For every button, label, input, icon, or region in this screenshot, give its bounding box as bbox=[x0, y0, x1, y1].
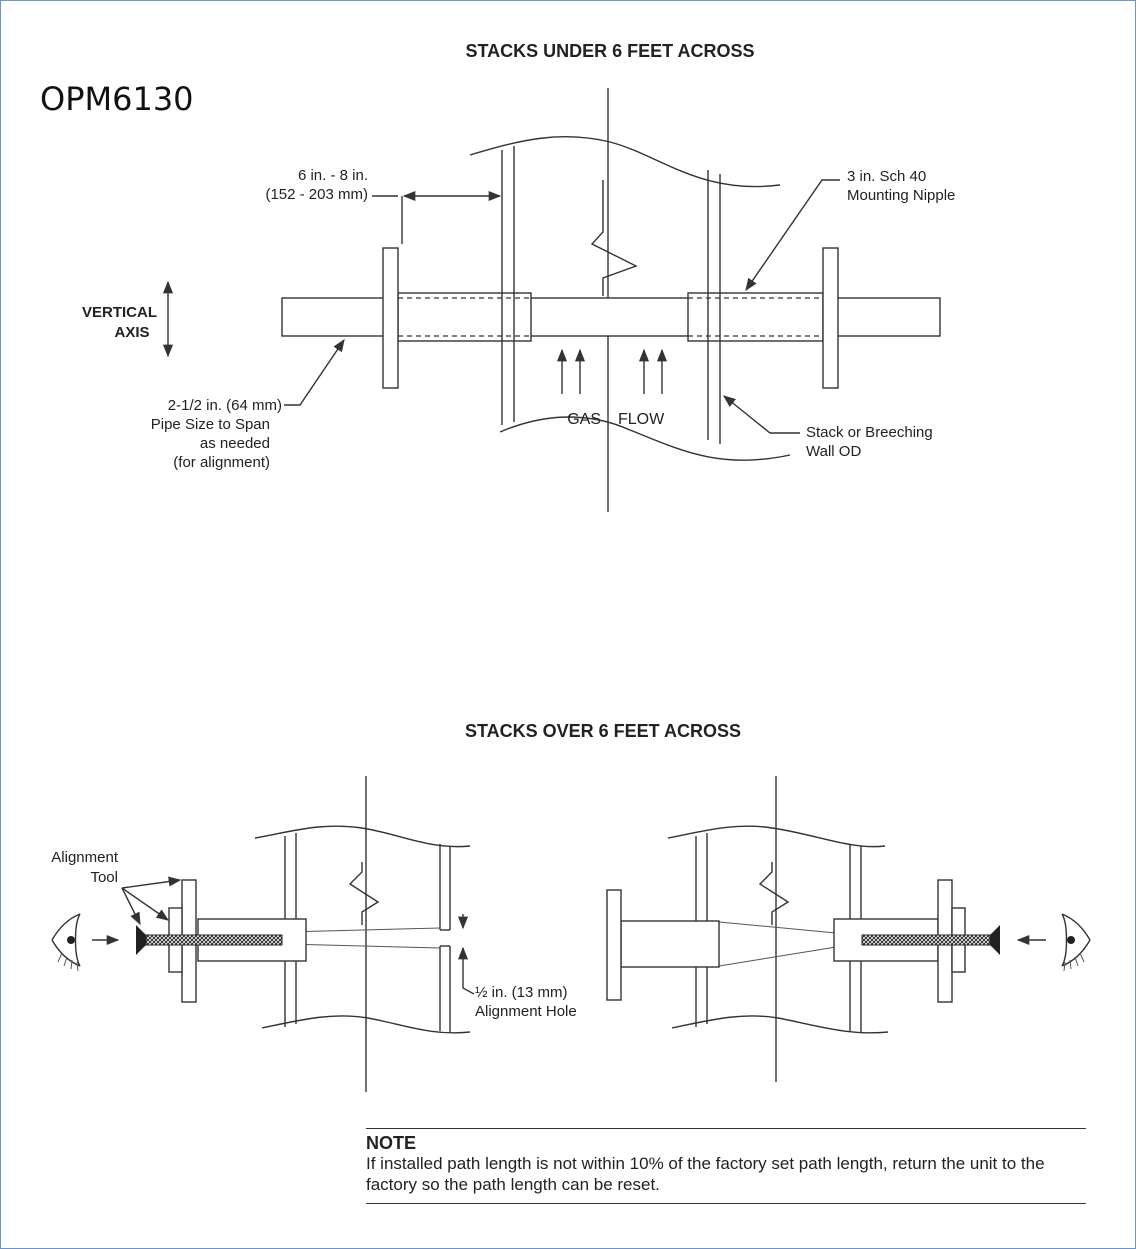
pipe-label-3: as needed bbox=[200, 435, 270, 452]
left-eye-icon bbox=[51, 913, 120, 972]
dimension-callout: 6 in. - 8 in. (152 - 203 mm) bbox=[265, 167, 502, 244]
dimension-label-2: (152 - 203 mm) bbox=[265, 186, 368, 203]
axis-label-2: AXIS bbox=[114, 324, 149, 341]
stack-top-cut bbox=[469, 135, 781, 188]
left-rod-knob bbox=[136, 925, 146, 955]
right-alignment-rod bbox=[861, 934, 991, 946]
left-nipple bbox=[397, 292, 532, 342]
left-stack-drawing bbox=[136, 776, 475, 1092]
nipple-label-1: 3 in. Sch 40 bbox=[847, 168, 926, 185]
vertical-axis-callout: VERTICAL AXIS bbox=[82, 280, 174, 358]
far-nipple bbox=[620, 920, 720, 968]
wall-label-2: Wall OD bbox=[806, 443, 861, 460]
note-title: NOTE bbox=[366, 1133, 417, 1153]
right-rod-knob bbox=[990, 925, 1000, 955]
top-stack-drawing bbox=[469, 88, 791, 512]
axis-label-1: VERTICAL bbox=[82, 304, 157, 321]
alignment-tool-callout: Alignment Tool bbox=[51, 849, 182, 926]
far-flange bbox=[606, 889, 622, 1001]
through-pipe bbox=[281, 297, 941, 337]
right-eye-icon bbox=[1016, 913, 1091, 972]
pipe-label-4: (for alignment) bbox=[173, 454, 270, 471]
stack-bottom-cut bbox=[499, 416, 791, 461]
tool-label-2: Tool bbox=[90, 869, 118, 886]
dimension-label-1: 6 in. - 8 in. bbox=[298, 167, 368, 184]
wall-label-1: Stack or Breeching bbox=[806, 424, 933, 441]
right-stack-drawing bbox=[606, 776, 1000, 1082]
gas-label: GAS bbox=[567, 411, 601, 428]
pipe-callout: 2-1/2 in. (64 mm) Pipe Size to Span as n… bbox=[151, 338, 345, 471]
hole-label-1: ½ in. (13 mm) bbox=[475, 984, 568, 1001]
pipe-label-2: Pipe Size to Span bbox=[151, 416, 270, 433]
model-number: OPM6130 bbox=[40, 80, 194, 118]
nipple-label-2: Mounting Nipple bbox=[847, 187, 955, 204]
note-text: If installed path length is not within 1… bbox=[366, 1154, 1045, 1194]
left-alignment-rod bbox=[145, 934, 283, 946]
note-box: NOTE If installed path length is not wit… bbox=[366, 1128, 1086, 1204]
bottom-diagram-title: STACKS OVER 6 FEET ACROSS bbox=[465, 721, 741, 741]
wall-callout: Stack or Breeching Wall OD bbox=[723, 395, 933, 460]
nipple-callout: 3 in. Sch 40 Mounting Nipple bbox=[745, 168, 955, 292]
pipe-label-1: 2-1/2 in. (64 mm) bbox=[168, 397, 282, 414]
hole-label-2: Alignment Hole bbox=[475, 1003, 577, 1020]
tool-label-1: Alignment bbox=[51, 849, 119, 866]
right-nipple bbox=[687, 292, 824, 342]
right-flange bbox=[822, 247, 839, 389]
left-flange bbox=[382, 247, 399, 389]
flow-label: FLOW bbox=[618, 411, 665, 428]
break-zigzag bbox=[590, 180, 638, 296]
top-pipe-assembly bbox=[281, 247, 941, 389]
top-diagram-title: STACKS UNDER 6 FEET ACROSS bbox=[465, 41, 754, 61]
